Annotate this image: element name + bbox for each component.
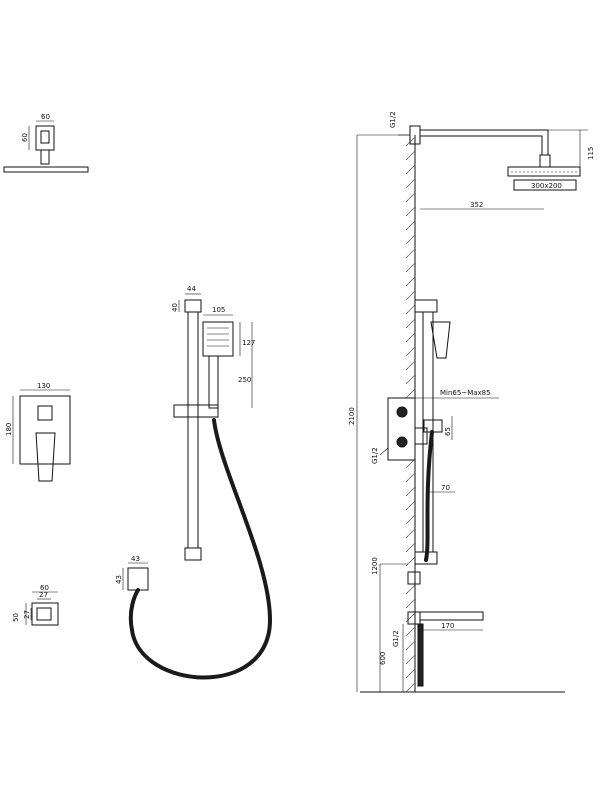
side-bar-top-bracket — [414, 299, 438, 313]
handshower-handle — [208, 355, 219, 409]
handshower-head — [202, 321, 234, 357]
wall-outlet — [127, 567, 149, 591]
shower-head-mount-inner — [40, 130, 50, 144]
slide-bar-rail — [187, 311, 199, 549]
outlet-height-label: 43 — [115, 575, 123, 584]
spout-reach-label: 170 — [441, 622, 454, 630]
handshower-total-height-label: 250 — [238, 376, 251, 384]
spout-outer-height-label: 50 — [12, 613, 20, 622]
shower-head-mount — [35, 125, 55, 151]
spout-outer-width-label: 60 — [40, 584, 49, 592]
valve-offset-label: 65 — [444, 427, 452, 436]
side-hose-bottom — [417, 623, 424, 687]
bath-spout — [420, 611, 484, 621]
spout-inner-height-label: 27 — [23, 610, 31, 619]
arm-reach-label: 352 — [470, 201, 483, 209]
spout-inner — [36, 607, 52, 621]
spout-plate — [31, 602, 59, 626]
slide-bar-bottom-bracket — [184, 547, 202, 561]
valve-plate-button — [37, 405, 53, 421]
thread-low-label: G1/2 — [392, 630, 400, 647]
side-hose — [424, 430, 434, 562]
valve-trim — [414, 427, 428, 445]
side-shower-head — [507, 166, 581, 177]
thread-top-label: G1/2 — [389, 111, 397, 128]
bracket-height-label: 40 — [171, 303, 179, 312]
shower-arm — [420, 129, 549, 155]
shower-head-width-label: 60 — [41, 113, 50, 121]
outlet-reach-label: 70 — [441, 484, 450, 492]
valve-height-label: 180 — [5, 423, 13, 436]
wall-hatching — [405, 136, 416, 693]
arm-drop-label: 115 — [587, 147, 595, 160]
spout-flange — [407, 611, 421, 625]
spout-height-label: 600 — [379, 652, 387, 665]
total-height-label: 2100 — [348, 407, 356, 425]
spout-inner-width-label: 27 — [39, 591, 48, 599]
valve-port-top — [396, 406, 408, 418]
thread-mid-label: G1/2 — [371, 447, 379, 464]
valve-width-label: 130 — [37, 382, 50, 390]
valve-handle — [35, 432, 56, 482]
handshower-head-height-label: 127 — [242, 339, 255, 347]
valve-view: 130 180 — [5, 382, 71, 482]
shower-head-neck — [40, 149, 50, 165]
valve-port-bottom — [396, 436, 408, 448]
shower-head-height-label: 60 — [21, 133, 29, 142]
shower-hose — [128, 418, 273, 680]
spout-view: 60 27 50 27 — [12, 584, 59, 626]
bracket-width-label: 44 — [187, 285, 196, 293]
outlet-height-label: 1200 — [371, 557, 379, 575]
valve-plate — [19, 395, 71, 465]
outlet-width-label: 43 — [131, 555, 140, 563]
side-elevation-view: G1/2 115 300x200 352 Min65~Max85 65 G1/2… — [348, 111, 595, 693]
slide-bar-top-bracket — [184, 299, 202, 313]
shower-head-view: 60 60 — [3, 113, 89, 173]
head-size-label: 300x200 — [531, 182, 562, 190]
handshower-width-label: 105 — [212, 306, 225, 314]
thread-mid-leader — [379, 447, 389, 456]
side-handshower — [430, 321, 451, 359]
slide-bar-view: 44 40 105 127 250 43 43 — [115, 285, 273, 680]
shower-head-plate — [3, 166, 89, 173]
valve-depth-label: Min65~Max85 — [440, 389, 491, 397]
shower-arm-joint — [539, 154, 551, 168]
head-size-box — [513, 179, 577, 191]
side-outlet — [407, 571, 421, 585]
slide-bar-holder — [173, 404, 219, 418]
